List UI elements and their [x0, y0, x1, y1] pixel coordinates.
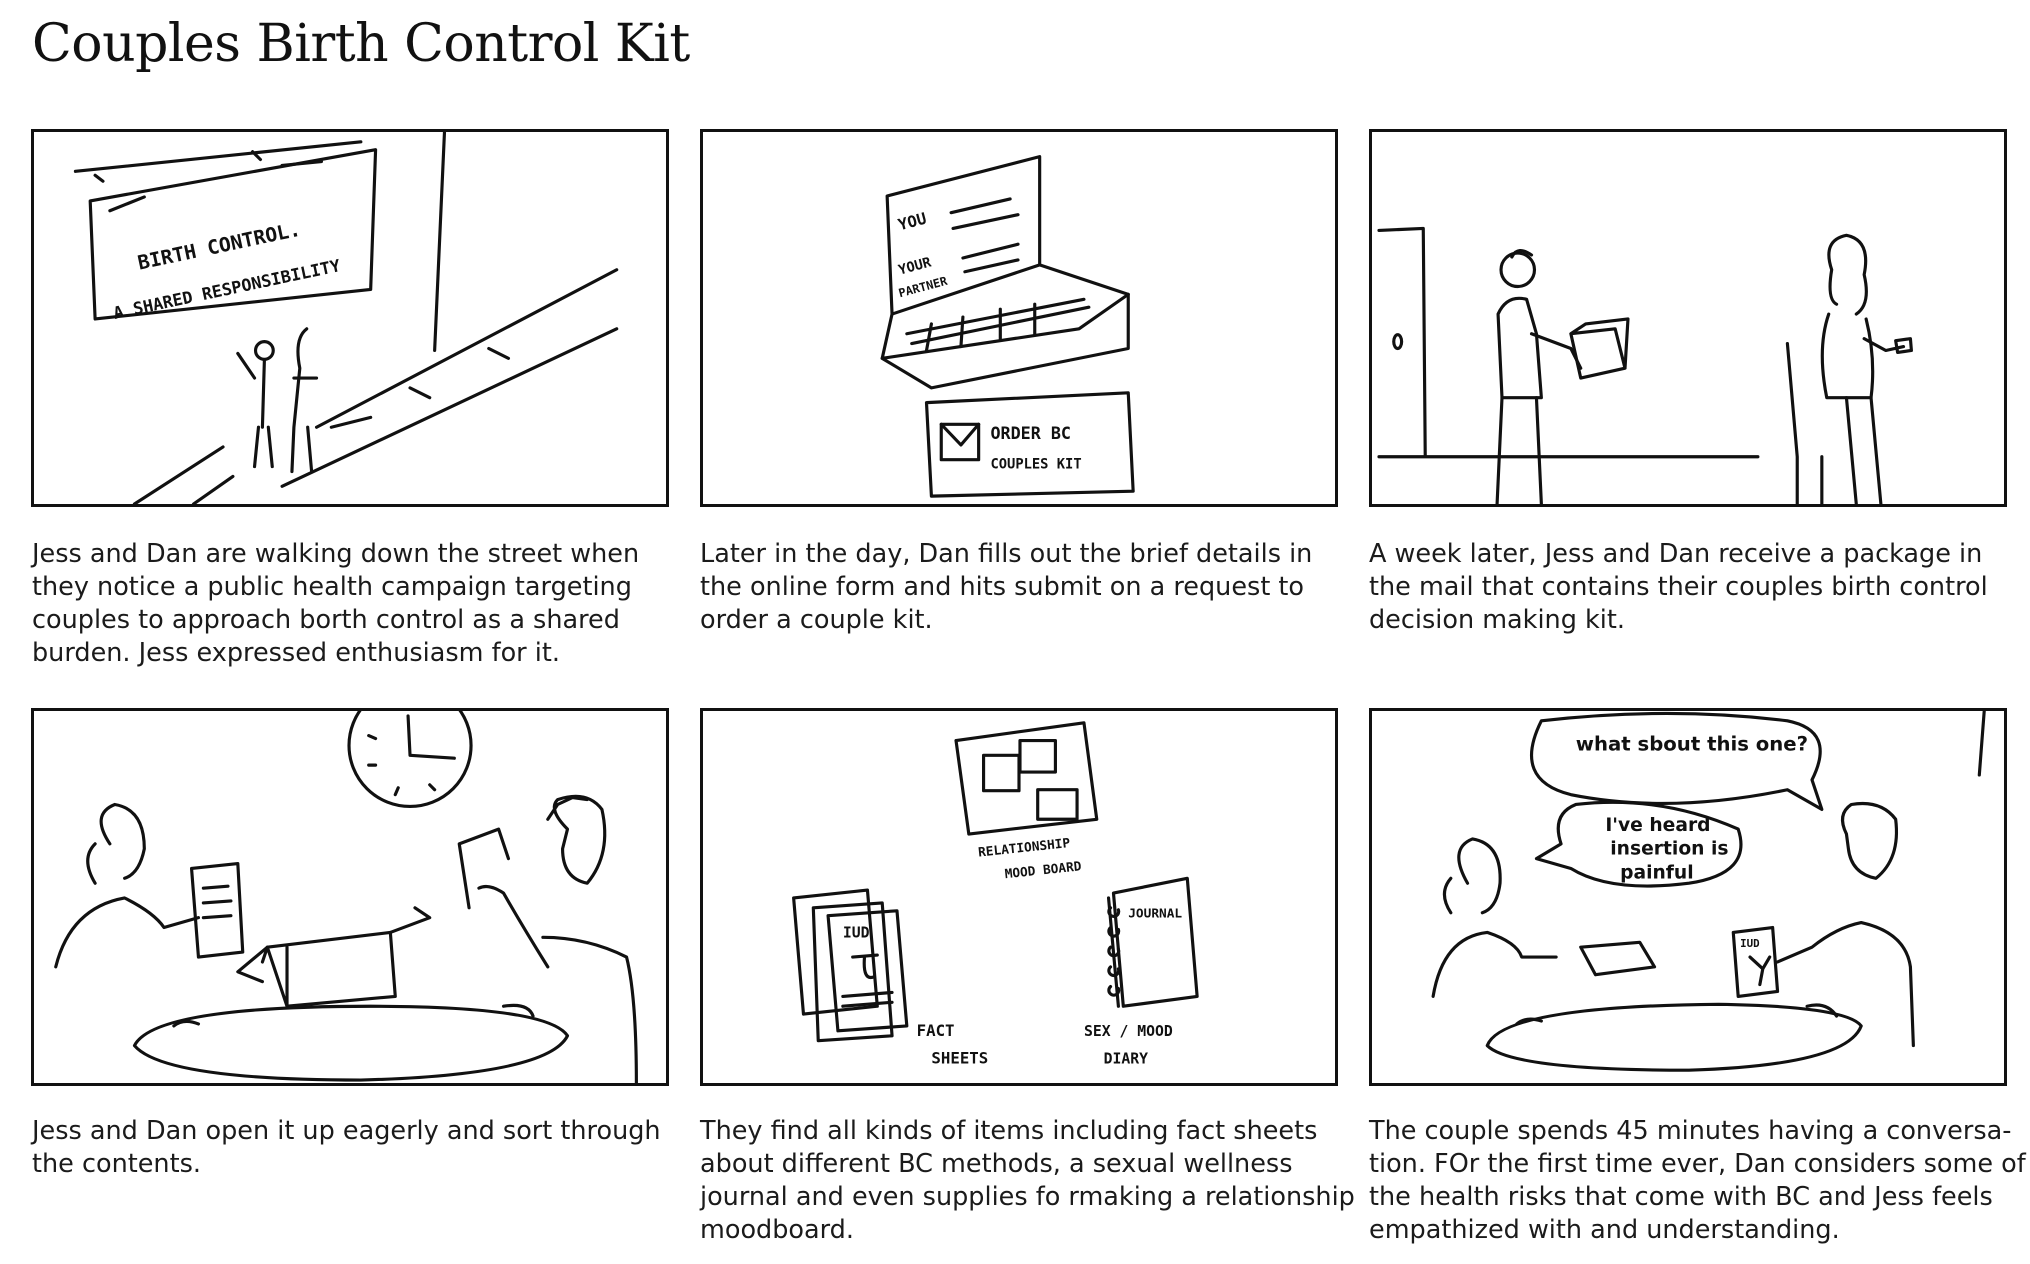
order-card-line-1: ORDER BC [990, 423, 1071, 443]
fact-sheets-label-line-1: FACT [917, 1021, 955, 1040]
fact-sheet-iud-label: IUD [843, 924, 870, 941]
fact-sheets-label-line-2: SHEETS [931, 1048, 988, 1067]
storyboard-panel-6: what sbout this one? I've heard insertio… [1369, 708, 2007, 1086]
street-campaign-sketch: BIRTH CONTROL. A SHARED RESPONSIBILITY [73, 132, 619, 504]
storyboard-panel-3 [1369, 129, 2007, 507]
unboxing-sketch [54, 711, 638, 1083]
iud-card-label: IUD [1740, 937, 1760, 950]
form-label-your: YOUR [897, 254, 934, 278]
storyboard-panel-1: BIRTH CONTROL. A SHARED RESPONSIBILITY [31, 129, 669, 507]
form-label-you: YOU [896, 209, 928, 235]
speech-bubble-jess-line-2: insertion is [1610, 839, 1728, 860]
speech-bubble-jess-line-1: I've heard [1605, 815, 1710, 836]
storyboard-panel-4 [31, 708, 669, 1086]
speech-bubble-jess-line-3: painful [1620, 862, 1694, 883]
diary-label-line-1: SEX / MOOD [1084, 1023, 1173, 1040]
caption-panel-5: They find all kinds of items including f… [700, 1116, 1355, 1245]
caption-panel-2: Later in the day, Dan fills out the brie… [700, 539, 1313, 635]
journal-label: JOURNAL [1128, 907, 1182, 922]
storyboard-panel-2: YOU YOUR PARTNER ORDER BC COUPLES KIT [700, 129, 1338, 507]
laptop-order-sketch: YOU YOUR PARTNER ORDER BC COUPLES KIT [880, 155, 1135, 498]
caption-panel-3: A week later, Jess and Dan receive a pac… [1369, 539, 1988, 635]
storyboard-panel-5: RELATIONSHIP MOOD BOARD IUD FACT SHEETS … [700, 708, 1338, 1086]
moodboard-label-line-1: RELATIONSHIP [978, 836, 1072, 861]
caption-panel-1: Jess and Dan are walking down the street… [32, 539, 640, 668]
kit-contents-sketch: RELATIONSHIP MOOD BOARD IUD FACT SHEETS … [792, 721, 1199, 1067]
caption-panel-4: Jess and Dan open it up eagerly and sort… [32, 1116, 661, 1179]
moodboard-label-line-2: MOOD BOARD [1004, 859, 1082, 882]
campaign-text-line-1: BIRTH CONTROL. [136, 218, 303, 275]
page-title: Couples Birth Control Kit [32, 14, 690, 74]
diary-label-line-2: DIARY [1104, 1050, 1149, 1067]
order-card-line-2: COUPLES KIT [990, 457, 1081, 473]
caption-panel-6: The couple spends 45 minutes having a co… [1369, 1116, 2026, 1245]
conversation-sketch: what sbout this one? I've heard insertio… [1431, 711, 1986, 1072]
speech-bubble-dan: what sbout this one? [1576, 732, 1808, 755]
package-delivery-sketch [1377, 226, 1913, 504]
